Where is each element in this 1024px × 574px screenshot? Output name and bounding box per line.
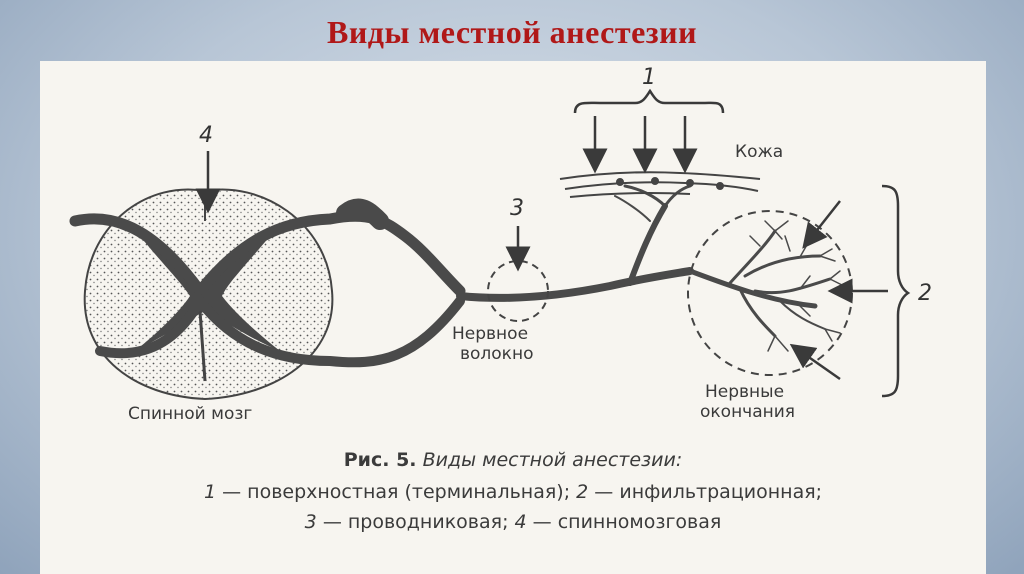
infiltration-arrows — [800, 201, 888, 379]
caption-text-1: поверхностная (терминальная); — [247, 481, 570, 503]
caption-dash-2: — — [594, 481, 613, 503]
figure-panel: 1 2 3 4 Кожа Нервное волокно Нервные око… — [40, 61, 986, 574]
skin-branch — [615, 186, 690, 283]
marker-2: 2 — [918, 281, 932, 306]
skin-label: Кожа — [735, 143, 783, 162]
caption-num-4: 4 — [515, 511, 527, 533]
marker-3: 3 — [510, 196, 524, 221]
caption-text-4: спинномозговая — [558, 511, 722, 533]
caption-num-3: 3 — [305, 511, 317, 533]
skin-layer — [560, 172, 760, 197]
nerve-fiber-label-2: волокно — [460, 345, 533, 364]
nerve-fiber-label-1: Нервное — [452, 325, 528, 344]
spinal-cord-label: Спинной мозг — [128, 405, 252, 424]
caption-text-2: инфильтрационная; — [619, 481, 822, 503]
marker-1: 1 — [642, 65, 656, 90]
caption-num-1: 1 — [204, 481, 216, 503]
nerve-endings-label-1: Нервные — [705, 383, 784, 402]
surface-arrows — [575, 91, 723, 161]
caption-fig-label: Рис. 5. — [344, 449, 417, 471]
caption-text-3: проводниковая; — [348, 511, 509, 533]
caption-dash-4: — — [533, 511, 552, 533]
nerve-fiber — [460, 271, 690, 298]
nerve-endings-label-2: окончания — [700, 403, 795, 422]
nerve-endings-tree — [690, 221, 842, 351]
conduction-zone — [488, 261, 548, 321]
caption-line-2: 1 — поверхностная (терминальная); 2 — ин… — [40, 481, 986, 503]
slide-title: Виды местной анестезии — [0, 14, 1024, 51]
caption-title: Рис. 5. Виды местной анестезии: — [40, 449, 986, 471]
caption-num-2: 2 — [576, 481, 588, 503]
caption-dash-1: — — [222, 481, 241, 503]
caption-fig-title: Виды местной анестезии: — [423, 449, 683, 471]
caption-line-3: 3 — проводниковая; 4 — спинномозговая — [40, 511, 986, 533]
caption-dash-3: — — [323, 511, 342, 533]
marker-4: 4 — [199, 123, 213, 148]
